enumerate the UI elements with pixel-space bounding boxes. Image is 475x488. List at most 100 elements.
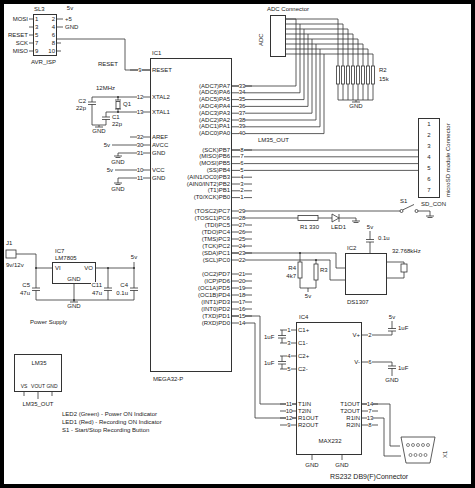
db9-connector: X1RS232 DB9(F)Connector bbox=[400, 436, 436, 464]
part-label: GND bbox=[111, 159, 124, 166]
signal-wire bbox=[362, 404, 400, 446]
pin-number: 24 bbox=[239, 243, 246, 250]
pin-number: 17 bbox=[239, 299, 246, 306]
part-label: 1 bbox=[35, 16, 38, 23]
part-label: LED1 (Red) - Recording ON Indicator bbox=[62, 419, 162, 426]
part-label: 4 bbox=[52, 24, 55, 31]
part-label: 5v bbox=[389, 314, 395, 321]
part-label: GND bbox=[67, 276, 80, 283]
pin-number: 23 bbox=[239, 250, 246, 257]
part-name: X1 bbox=[442, 451, 449, 458]
pin-name: T1OUT bbox=[340, 401, 360, 408]
part-label: 5 bbox=[35, 32, 38, 39]
part-label: GND bbox=[46, 383, 57, 389]
part-label: R2 bbox=[379, 67, 387, 74]
pin-number: 18 bbox=[239, 292, 246, 299]
part-label: 5v bbox=[367, 224, 373, 231]
pin-name: (ADC0)PA0 bbox=[199, 130, 230, 137]
pin-name: C1- bbox=[298, 340, 308, 347]
part-value: SD_CON bbox=[421, 201, 446, 208]
pin-number: 7 bbox=[368, 408, 371, 415]
part-label: 7 bbox=[427, 187, 430, 194]
part-label: GND bbox=[92, 128, 105, 135]
part-label: C4 bbox=[120, 282, 128, 289]
part-label: 1uF bbox=[398, 325, 408, 332]
part-name: IC2 bbox=[347, 245, 356, 252]
part-name: IC7 bbox=[55, 248, 64, 255]
pin-number: 21 bbox=[239, 271, 246, 278]
pin-number: 19 bbox=[239, 285, 246, 292]
pin-name: R2IN bbox=[346, 422, 360, 429]
part-label: 22p bbox=[76, 105, 86, 112]
pin-name: (TOSC1)PC6 bbox=[194, 215, 230, 222]
pin-number: 13 bbox=[137, 109, 144, 116]
part-label: 10 bbox=[48, 48, 55, 55]
part-label: 15k bbox=[379, 76, 389, 83]
pin-name: T1IN bbox=[298, 401, 311, 408]
pin-name: (ICP)PD6 bbox=[204, 278, 230, 285]
part-value: MAX232 bbox=[318, 438, 341, 445]
part-label: 2 bbox=[427, 132, 430, 139]
pin-number: 12 bbox=[286, 415, 293, 422]
pin-number: 20 bbox=[239, 278, 246, 285]
pin-number: 3 bbox=[287, 340, 290, 347]
pin-name: C2+ bbox=[298, 353, 309, 360]
pin-name: (TCK)PC2 bbox=[202, 243, 230, 250]
pin-name: GND bbox=[152, 175, 165, 182]
pin-number: 4 bbox=[287, 353, 290, 360]
part-label: RESET bbox=[8, 32, 28, 39]
pin-number: 11 bbox=[286, 401, 292, 408]
pin-number: 9 bbox=[287, 422, 290, 429]
pin-name: T2OUT bbox=[340, 408, 360, 415]
part-label: 6 bbox=[427, 176, 430, 183]
pin-number: 1 bbox=[240, 194, 243, 201]
pin-number: 15 bbox=[239, 313, 246, 320]
pin-name: AREF bbox=[152, 134, 168, 141]
pin-number: 32 bbox=[137, 134, 144, 141]
part-name: IC1 bbox=[152, 50, 161, 57]
part-name: IC4 bbox=[299, 314, 308, 321]
rtc-ic: IC2DS1307 bbox=[345, 253, 387, 295]
part-label: Power Supply bbox=[30, 319, 67, 326]
pin-name: C2- bbox=[298, 366, 308, 373]
pin-number: 31 bbox=[137, 150, 144, 157]
part-label: LED2 (Green) - Power ON Indicator bbox=[62, 411, 157, 418]
part-value: AVR_ISP bbox=[31, 59, 56, 66]
part-name: LM35 bbox=[31, 360, 46, 367]
pin-number: 25 bbox=[239, 236, 246, 243]
part-label: R1 bbox=[300, 224, 308, 231]
part-label: GND bbox=[67, 303, 80, 310]
part-label: C1 bbox=[112, 114, 120, 121]
pin-number: 30 bbox=[137, 142, 144, 149]
part-label: 1uF bbox=[264, 334, 274, 341]
part-label: 0.1u bbox=[116, 290, 128, 297]
signal-wire bbox=[232, 316, 296, 404]
part-label: GND bbox=[335, 462, 348, 469]
signal-wire bbox=[232, 150, 418, 151]
pin-name: (OC1A)PD5 bbox=[198, 285, 230, 292]
part-label: 1uF bbox=[264, 360, 274, 367]
part-label: 12MHz bbox=[96, 85, 115, 92]
pin-name: XTAL2 bbox=[152, 94, 170, 101]
part-label: 4 bbox=[427, 154, 430, 161]
part-label: 6 bbox=[52, 32, 55, 39]
part-label: LM35_OUT bbox=[258, 137, 289, 144]
part-value: MEGA32-P bbox=[153, 376, 183, 383]
part-label: GND bbox=[385, 377, 398, 384]
pin-name: V+ bbox=[352, 332, 360, 339]
pin-name: VCC bbox=[152, 167, 165, 174]
pin-number: 26 bbox=[239, 229, 246, 236]
part-label: Q1 bbox=[123, 101, 131, 108]
pin-name: R1OUT bbox=[298, 415, 318, 422]
part-label: 1uF bbox=[398, 365, 408, 372]
pin-name: (SCL)PC0 bbox=[203, 257, 230, 264]
pin-name: (RXD)PD0 bbox=[202, 320, 230, 327]
part-label: 3 bbox=[35, 24, 38, 31]
pin-name: (INT1)PD3 bbox=[201, 299, 230, 306]
pin-number: 28 bbox=[239, 215, 246, 222]
pin-number: 8 bbox=[368, 422, 371, 429]
pin-name: (TMS)PC3 bbox=[202, 236, 230, 243]
part-label: 5v bbox=[67, 5, 73, 12]
part-label: 0.1u bbox=[378, 235, 390, 242]
pin-name: (TOSC2)PC7 bbox=[194, 208, 230, 215]
